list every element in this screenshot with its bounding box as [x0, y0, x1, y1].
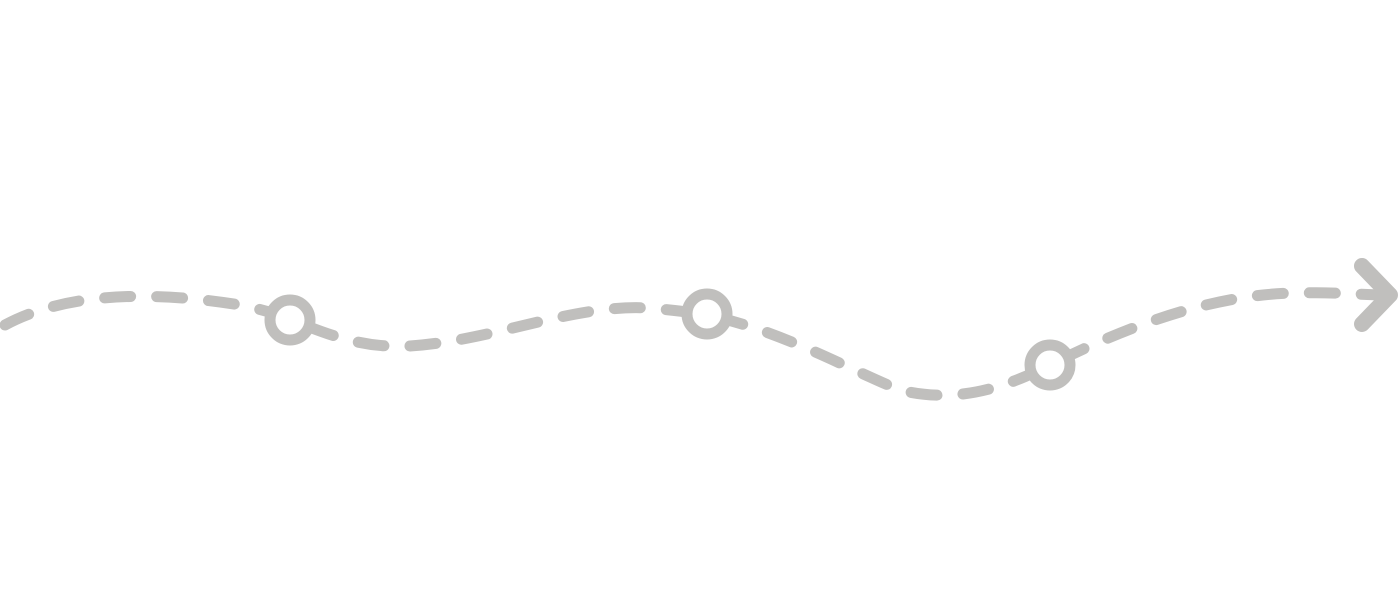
milestone-1-ring-marker-icon [264, 294, 316, 346]
chevron-right-icon [1354, 258, 1398, 332]
milestone-3-ring-marker-icon [1024, 339, 1076, 391]
milestone-2-ring-marker-icon [681, 288, 733, 340]
